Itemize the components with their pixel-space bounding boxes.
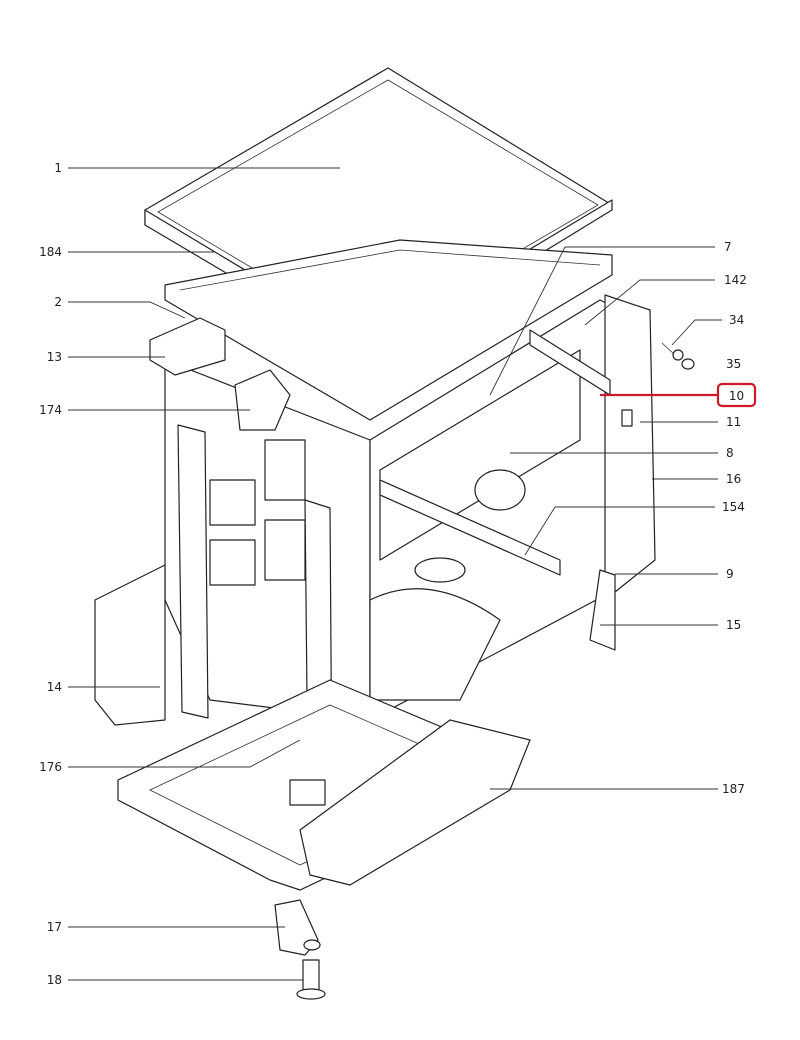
callout-label: 15 xyxy=(726,618,741,632)
callout-label: 16 xyxy=(726,472,741,486)
callout-label: 13 xyxy=(47,350,62,364)
part-top-panel[interactable] xyxy=(164,239,613,421)
callout-label: 18 xyxy=(47,973,62,987)
highlight-box[interactable] xyxy=(716,382,757,408)
callout-label: 142 xyxy=(724,273,747,287)
callout-label: 8 xyxy=(726,446,734,460)
callout-label: 184 xyxy=(39,245,62,259)
callout-label: 2 xyxy=(54,295,62,309)
callouts-right: 7 142 34 35 10 11 8 16 154 9 15 187 xyxy=(489,240,757,796)
part-base[interactable] xyxy=(117,679,531,891)
callouts-left: 1 184 2 13 174 14 176 17 18 xyxy=(39,161,340,987)
part-clip[interactable] xyxy=(621,409,633,427)
callout-label: 35 xyxy=(726,357,741,371)
part-foot-bracket[interactable] xyxy=(274,899,321,956)
callout-label: 17 xyxy=(47,920,62,934)
part-cap[interactable] xyxy=(681,358,695,370)
callout-label: 1 xyxy=(54,161,62,175)
callout-label: 174 xyxy=(39,403,62,417)
callout-label: 9 xyxy=(726,567,734,581)
callout-label: 11 xyxy=(726,415,741,429)
callout-label: 154 xyxy=(722,500,745,514)
callout-label: 34 xyxy=(729,313,744,327)
callout-label: 187 xyxy=(722,782,745,796)
part-screw[interactable] xyxy=(661,342,684,361)
callout-label-highlighted: 10 xyxy=(729,389,744,403)
part-adjustable-foot[interactable] xyxy=(296,959,326,1000)
callout-label: 14 xyxy=(47,680,62,694)
callout-label: 7 xyxy=(724,240,732,254)
callout-label: 176 xyxy=(39,760,62,774)
part-side-rails[interactable] xyxy=(94,329,616,801)
